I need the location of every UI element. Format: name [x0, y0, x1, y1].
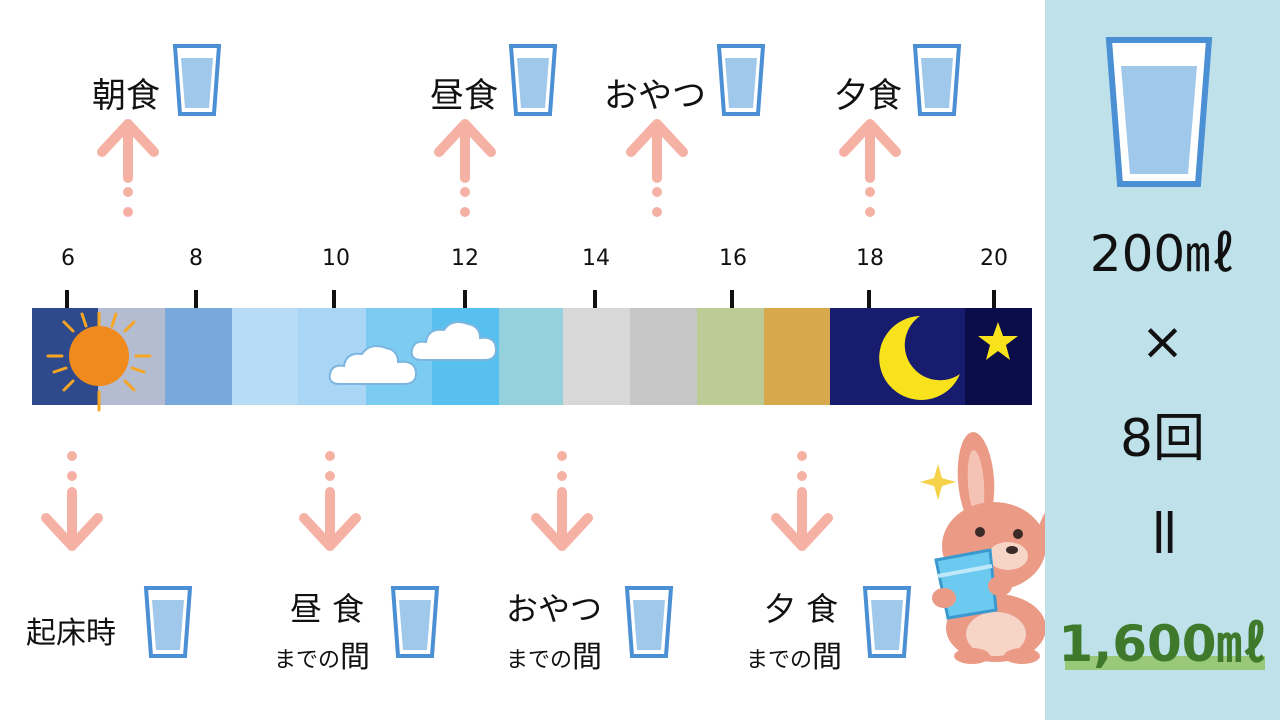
star-icon [978, 322, 1018, 360]
meal-label-snack: おやつ [604, 76, 706, 116]
amount-per-glass: 200㎖ [1089, 225, 1236, 283]
down-arrow-icon [41, 451, 103, 551]
meal-label-breakfast: 朝食 [92, 76, 160, 116]
hour-tick [992, 290, 996, 308]
water-glass-icon [912, 44, 962, 116]
hour-label: 8 [189, 246, 203, 271]
water-glass-icon [862, 586, 912, 658]
down-arrow-icon [299, 451, 361, 551]
hour-label: 12 [451, 246, 479, 271]
hour-tick [332, 290, 336, 308]
bottom-label-dinner: 夕 食 [764, 590, 839, 628]
equals-sign: || [1151, 504, 1178, 553]
moon-icon [879, 316, 960, 400]
up-arrow-icon [626, 119, 688, 217]
multiply-sign: × [1140, 312, 1185, 372]
hour-tick [194, 290, 198, 308]
timeline-segment [630, 308, 697, 405]
water-glass-icon [390, 586, 440, 658]
timeline-segment [499, 308, 563, 405]
down-arrow-icon [531, 451, 593, 551]
up-arrow-icon [839, 119, 901, 217]
hour-label: 10 [322, 246, 350, 271]
water-glass-icon [172, 44, 222, 116]
total-highlight [1065, 656, 1265, 670]
bottom-label-wakeup: 起床時 [26, 616, 116, 651]
timeline-segment [232, 308, 298, 405]
timeline-segment [697, 308, 764, 405]
hour-label: 20 [980, 246, 1008, 271]
water-glass-icon [624, 586, 674, 658]
water-glass-icon [716, 44, 766, 116]
up-arrow-icon [97, 119, 159, 217]
until-label: までの間 [746, 640, 843, 675]
cloud-icon [410, 321, 498, 361]
hour-tick [65, 290, 69, 308]
hour-tick [730, 290, 734, 308]
sun-icon [46, 312, 152, 412]
down-arrow-icon [771, 451, 833, 551]
meal-label-dinner: 夕食 [834, 76, 902, 116]
bottom-label-snack: おやつ [506, 590, 603, 628]
summary-sidebar: 200㎖ × 8回 || 1,600㎖ [1045, 0, 1280, 720]
until-label: までの間 [274, 640, 371, 675]
timeline-segment [165, 308, 232, 405]
hour-tick [593, 290, 597, 308]
timeline-segment [764, 308, 830, 405]
bottom-label-lunch: 昼 食 [290, 590, 365, 628]
water-glass-icon [1105, 37, 1213, 187]
hour-label: 14 [582, 246, 610, 271]
until-label: までの間 [506, 640, 603, 675]
total-amount: 1,600㎖ [1058, 615, 1267, 673]
hour-tick [463, 290, 467, 308]
timeline-segment [563, 308, 630, 405]
water-glass-icon [508, 44, 558, 116]
up-arrow-icon [434, 119, 496, 217]
hour-label: 18 [856, 246, 884, 271]
hour-label: 16 [719, 246, 747, 271]
hour-tick [867, 290, 871, 308]
water-glass-icon [143, 586, 193, 658]
hour-label: 6 [61, 246, 75, 271]
cloud-icon [328, 345, 418, 385]
glass-count: 8回 [1119, 409, 1206, 469]
meal-label-lunch: 昼食 [430, 76, 498, 116]
